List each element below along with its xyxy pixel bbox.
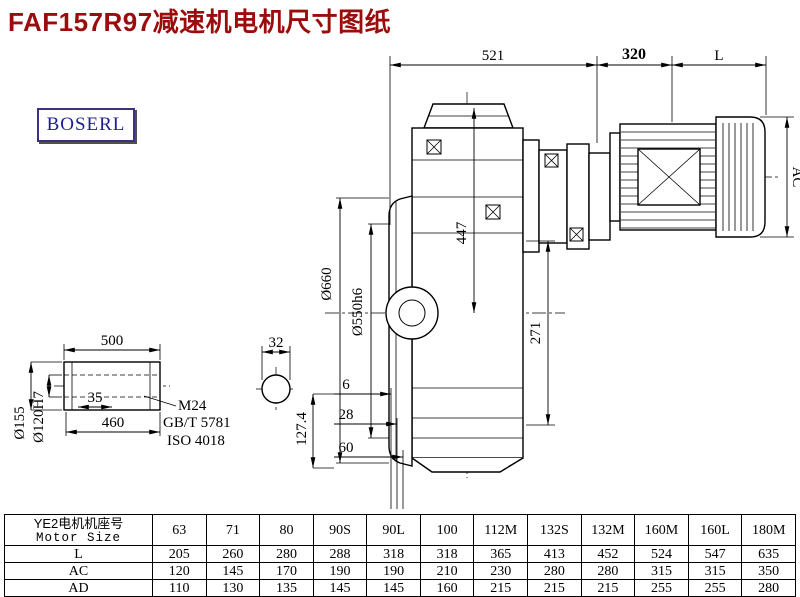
adapter-outline [522, 139, 611, 253]
table-cell: 524 [634, 545, 689, 563]
brand-logo-text: BOSERL [46, 114, 126, 135]
dim-label-60: 60 [339, 440, 354, 456]
table-cell: 145 [366, 579, 421, 597]
dim-label-521: 521 [482, 48, 505, 64]
frame-size-col: 160L [687, 514, 743, 546]
table-cell: 318 [366, 545, 421, 563]
table-cell: 315 [687, 562, 743, 580]
table-cell: 288 [312, 545, 368, 563]
table-cell: 145 [205, 562, 261, 580]
dim-447: 447 [454, 108, 477, 313]
dim-label-127: 127.4 [294, 412, 310, 446]
gb-standard-label: GB/T 5781 [163, 415, 231, 431]
row-label: AC [4, 562, 153, 580]
frame-size-col: 180M [741, 514, 796, 546]
page-title: FAF157R97减速机电机尺寸图纸 [8, 7, 392, 37]
frame-size-col: 132S [527, 514, 582, 546]
fan-cover-vents [722, 123, 754, 231]
dim-660: Ø660 [319, 197, 389, 464]
dim-label-660: Ø660 [319, 267, 335, 300]
table-cell: 135 [259, 579, 314, 597]
bolt-circle-detail: 32 [256, 335, 296, 411]
table-cell: 205 [152, 545, 207, 563]
table-cell: 210 [419, 562, 475, 580]
frame-size-col: 90S [312, 514, 368, 546]
thread-spec-label: M24 [178, 398, 207, 414]
table-cell: 260 [205, 545, 261, 563]
frame-size-col: 63 [152, 514, 207, 546]
table-cell: 280 [527, 562, 582, 580]
table-cell: 318 [419, 545, 475, 563]
table-cell: 170 [259, 562, 314, 580]
table-cell: 190 [366, 562, 421, 580]
dim-label-6: 6 [342, 377, 350, 393]
table-cell: 190 [312, 562, 368, 580]
dim-label-320: 320 [622, 46, 646, 63]
frame-size-col: 90L [366, 514, 421, 546]
table-cell: 365 [473, 545, 529, 563]
dim-label-550: Ø550h6 [350, 287, 366, 336]
dim-bottom-offsets: 6 28 60 127.4 [294, 377, 404, 509]
table-cell: 230 [473, 562, 529, 580]
dim-label-28: 28 [339, 407, 354, 423]
table-cell: 452 [580, 545, 636, 563]
motor-outline [609, 116, 766, 238]
dim-AC: AC [760, 116, 800, 238]
table-cell: 280 [580, 562, 636, 580]
table-cell: 635 [741, 545, 796, 563]
frame-size-col: 160M [634, 514, 689, 546]
dim-label-120H7: Ø120H7 [31, 391, 47, 443]
frame-size-col: 112M [473, 514, 529, 546]
frame-size-col: 100 [419, 514, 475, 546]
table-cell: 255 [634, 579, 689, 597]
table-cell: 350 [741, 562, 796, 580]
row-label: L [4, 545, 153, 563]
shaft-detail: 500 35 460 M24 GB/T 5781 ISO 4018 Ø155 Ø… [12, 333, 231, 449]
dim-550: Ø550h6 [350, 223, 389, 439]
table-cell: 130 [205, 579, 261, 597]
dim-label-271: 271 [528, 322, 544, 345]
top-dimension-chain: 521 320 L [389, 46, 767, 225]
table-cell: 413 [527, 545, 582, 563]
dim-label-32: 32 [269, 335, 284, 351]
frame-size-col: 132M [580, 514, 636, 546]
dim-label-447: 447 [454, 221, 470, 244]
dim-label-155: Ø155 [12, 406, 28, 439]
dim-label-35: 35 [88, 390, 103, 406]
frame-size-col: 80 [259, 514, 314, 546]
dim-label-L: L [714, 48, 723, 64]
iso-standard-label: ISO 4018 [167, 433, 225, 449]
gearbox-outline [385, 103, 524, 473]
table-cell: 315 [634, 562, 689, 580]
frame-size-col: 71 [205, 514, 261, 546]
dim-label-500: 500 [101, 333, 124, 349]
table-cell: 160 [419, 579, 475, 597]
dim-271: 271 [526, 240, 555, 426]
table-cell: 120 [152, 562, 207, 580]
dim-label-AC: AC [789, 167, 800, 188]
table-cell: 280 [259, 545, 314, 563]
brand-logo: BOSERL [37, 108, 135, 142]
dim-label-460: 460 [102, 415, 125, 431]
table-cell: 547 [687, 545, 743, 563]
